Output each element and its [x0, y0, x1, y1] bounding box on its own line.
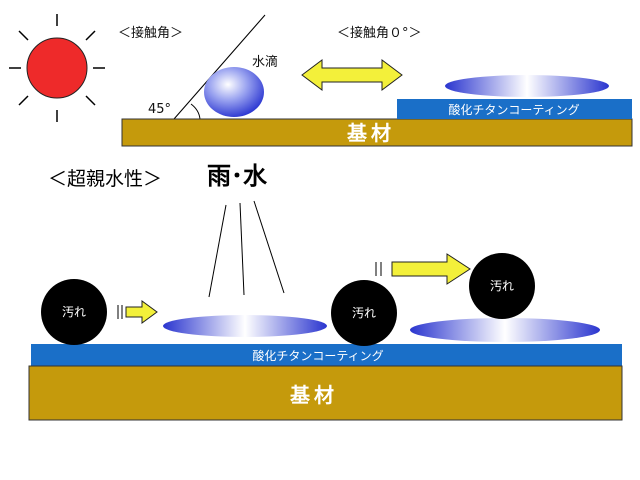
bottom-substrate — [28, 365, 623, 421]
double-arrow-icon — [301, 59, 403, 91]
water-drop-label: 水滴 — [252, 54, 278, 70]
small-arrow-icon — [125, 300, 158, 324]
top-coating-layer — [397, 99, 632, 119]
rain-water-label: 雨･水 — [207, 162, 268, 190]
top-substrate-label: 基材 — [347, 121, 395, 145]
bottom-coating-label: 酸化チタンコーティング — [252, 348, 383, 363]
dirt-label-1: 汚れ — [62, 305, 86, 319]
bottom-coating-layer — [31, 344, 622, 366]
top-substrate — [121, 118, 633, 147]
contact-angle-label: ＜接触角＞ — [118, 25, 183, 41]
angle-arc — [190, 103, 201, 120]
dirt-label-2: 汚れ — [352, 306, 376, 320]
angle-value-label: 45° — [148, 102, 171, 117]
bottom-substrate-label: 基材 — [290, 383, 338, 407]
dirt-ball-1 — [41, 279, 107, 345]
top-coating-label: 酸化チタンコーティング — [448, 102, 579, 117]
sun-icon — [9, 14, 105, 122]
dirt-ball-2 — [331, 280, 397, 346]
contact-angle-zero-label: ＜接触角０°＞ — [337, 25, 422, 41]
lift-arrow-icon — [391, 253, 471, 285]
water-drop-bead — [204, 67, 264, 117]
flat-water-film — [445, 75, 609, 97]
tangent-line — [173, 14, 266, 120]
water-film-1 — [163, 315, 327, 337]
super-hydrophilic-heading: ＜超親水性＞ — [48, 168, 162, 190]
dirt-ball-3 — [469, 253, 535, 319]
dirt-label-3: 汚れ — [490, 279, 514, 293]
water-film-2 — [410, 318, 600, 342]
rain-lines — [208, 200, 285, 298]
